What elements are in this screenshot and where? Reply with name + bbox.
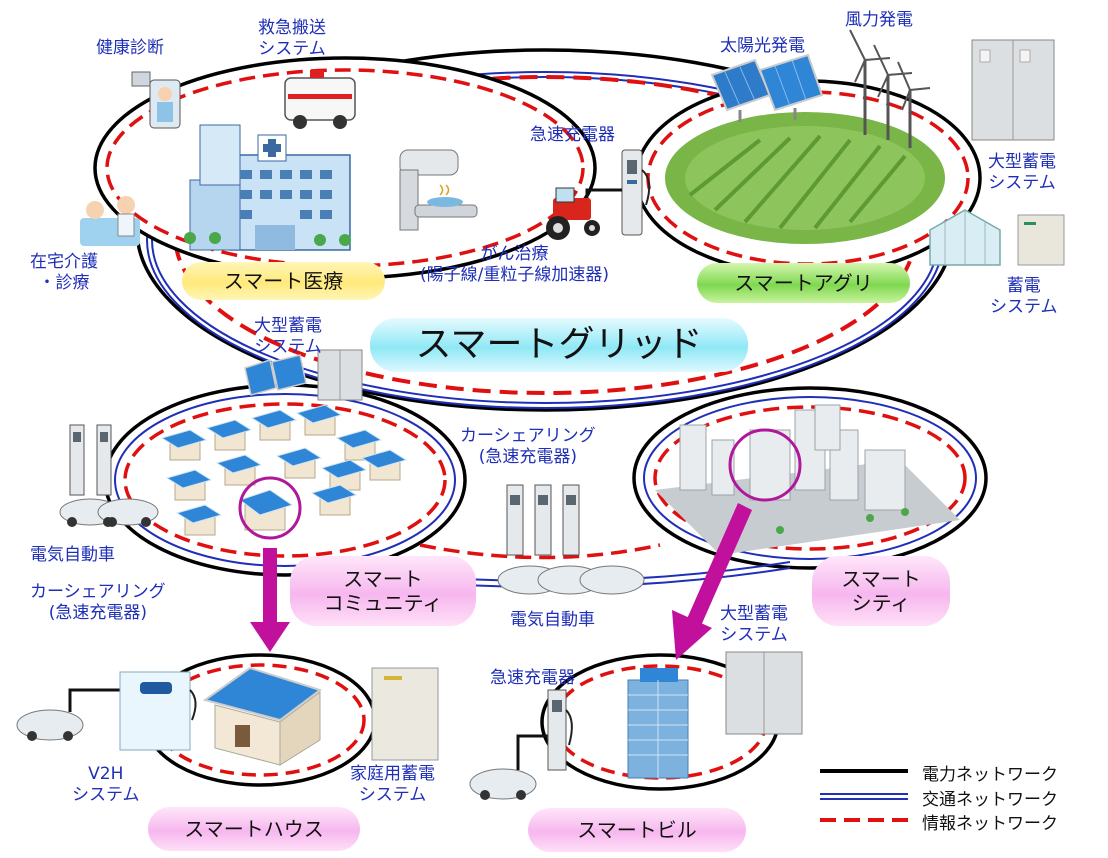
fast-charger-center-icon [506, 484, 580, 556]
label-wind: 風力発電 [845, 10, 913, 30]
zone-label-smart-city: スマート シティ [812, 556, 950, 626]
cancer-treatment-machine-icon [399, 149, 478, 231]
label-carsharing-left: カーシェアリング (急速充電器) [30, 582, 166, 623]
building-charger-cable [516, 734, 550, 770]
label-large-storage-mid: 大型蓄電 システム [254, 316, 322, 357]
label-cancer-treatment: がん治療 (陽子線/重粒子線加速器) [420, 244, 609, 285]
ambulance-icon [284, 70, 356, 129]
fast-charger-left-icon [69, 424, 112, 496]
health-checkup-icon [131, 71, 181, 129]
legend-lines [820, 769, 908, 822]
zone-label-smart-agri: スマートアグリ [697, 263, 910, 303]
label-ev-left: 電気自動車 [30, 545, 115, 565]
legend-traffic-label: 交通ネットワーク [922, 790, 1058, 810]
city-info-ring [653, 405, 967, 551]
electric-car-left-icon [59, 498, 159, 527]
label-home-storage: 家庭用蓄電 システム [350, 764, 435, 805]
office-building-icon [627, 668, 689, 779]
legend-power-label: 電力ネットワーク [922, 765, 1058, 785]
zone-label-smart-house: スマートハウス [148, 807, 360, 851]
tractor-icon [546, 187, 600, 240]
zone-label-smart-medical: スマート医療 [182, 262, 385, 300]
electric-car-building-icon [469, 768, 537, 800]
label-carsharing-center: カーシェアリング (急速充電器) [460, 426, 596, 467]
zone-label-smart-community: スマート コミュニティ [290, 556, 476, 626]
label-fast-charger-top: 急速充電器 [530, 125, 615, 145]
v2h-unit-icon [119, 671, 197, 751]
fast-charger-icon [585, 149, 651, 236]
storage-cabinet-icon [971, 39, 1055, 141]
storage-box-icon [1017, 214, 1065, 266]
city-traffic-ring [643, 396, 977, 560]
center-title: スマートグリッド [370, 318, 748, 372]
hospital-icon [184, 124, 351, 251]
storage-cabinet-building-icon [725, 651, 803, 735]
label-health-checkup: 健康診断 [96, 38, 164, 58]
farm-field-icon [665, 112, 945, 244]
community-highlight-circle [238, 476, 302, 540]
electric-car-house-icon [16, 709, 84, 741]
community-traffic-ring [114, 393, 456, 567]
large-storage-mid-icon [244, 349, 363, 401]
label-home-care: 在宅介護 ・診療 [30, 252, 98, 293]
zone-label-smart-building: スマートビル [528, 808, 746, 852]
label-storage-right: 蓄電 システム [990, 276, 1058, 317]
city-highlight-circle [728, 428, 802, 502]
label-ev-center: 電気自動車 [510, 610, 595, 630]
fast-charger-building-icon [547, 689, 573, 771]
arrow-to-building [672, 503, 752, 660]
label-large-storage-building: 大型蓄電 システム [720, 604, 788, 645]
community-info-ring [123, 402, 447, 558]
house-icon [202, 666, 323, 766]
wind-turbine-icon [849, 29, 931, 148]
label-ambulance: 救急搬送 システム [258, 18, 326, 59]
legend-info-label: 情報ネットワーク [922, 814, 1058, 834]
v2h-cable [68, 688, 120, 712]
housing-community-icon [160, 404, 408, 536]
electric-car-center-icon [497, 565, 645, 595]
arrow-to-house [250, 548, 290, 652]
label-solar: 太陽光発電 [720, 36, 805, 56]
home-care-icon [80, 196, 140, 246]
solar-panel-icon [710, 53, 824, 122]
info-link-bottom [419, 543, 661, 560]
greenhouse-icon [929, 209, 1001, 266]
label-v2h: V2H システム [72, 764, 140, 805]
label-fast-charger-building: 急速充電器 [490, 668, 575, 688]
label-large-storage-top: 大型蓄電 システム [988, 152, 1056, 193]
home-storage-icon [371, 667, 439, 761]
